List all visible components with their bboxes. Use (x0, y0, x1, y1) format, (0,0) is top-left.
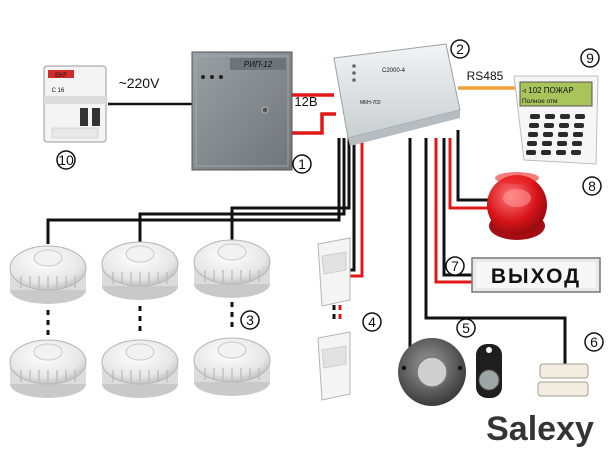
smoke-detector (9, 245, 87, 304)
breaker-brand: EKF (55, 73, 67, 79)
marker-8-circle (582, 176, 602, 196)
marker-3-circle (240, 310, 260, 330)
smoke-detector (101, 339, 179, 398)
wire-loop-3 (46, 138, 341, 244)
power-supply-unit: РИП-12 (191, 51, 293, 171)
psu-lock (261, 106, 269, 114)
marker-4-circle (362, 312, 382, 332)
keypad-key (574, 123, 584, 128)
motion-detector-top (317, 237, 351, 307)
keypad-key (543, 132, 553, 137)
keypad-key (544, 123, 554, 128)
wire-exit-black (442, 138, 472, 277)
label-12v: 12B (294, 94, 317, 109)
ctl-led-2 (352, 71, 356, 75)
marker-1-circle (292, 154, 312, 174)
marker-9: 9 (586, 50, 594, 66)
keypad-key (571, 150, 581, 155)
marker-8: 8 (588, 178, 596, 194)
marker-9-circle (580, 48, 600, 68)
smoke-detector (9, 339, 87, 398)
marker-6-circle (584, 332, 604, 352)
touch-memory-key (476, 344, 502, 398)
breaker-toggle-right (92, 108, 100, 126)
label-220v: ~220V (119, 75, 161, 91)
marker-10-circle (56, 150, 76, 170)
siren-unit (487, 172, 547, 240)
keypad-key (573, 132, 583, 137)
wire-loop-1 (230, 138, 351, 242)
marker-5-circle (456, 318, 476, 338)
wire-contact (424, 138, 567, 365)
breaker-toggle-left (80, 108, 88, 126)
marker-10: 10 (58, 152, 74, 168)
wire-exit-red (434, 138, 472, 284)
marker-1: 1 (298, 156, 306, 172)
marker-2: 2 (456, 41, 464, 57)
reader-contact (416, 356, 448, 388)
smoke-detector (101, 241, 179, 300)
wires (46, 86, 567, 372)
keypad-key (541, 150, 551, 155)
keypad-key (572, 141, 582, 146)
controller-model: МКН-702 (360, 100, 381, 106)
keypad-display-line2: Полное отм (522, 98, 558, 105)
psu-brand: РИП-12 (244, 60, 273, 69)
marker-7-circle (445, 256, 465, 276)
contact-reed (537, 381, 589, 397)
wire-12v-bottom (292, 112, 336, 135)
watermark: Salexy (486, 410, 594, 448)
smoke-detector (193, 337, 271, 396)
keypad-keys (526, 114, 585, 155)
keypad-key (528, 132, 538, 137)
keypad-key (575, 114, 585, 119)
keypad-key (526, 150, 536, 155)
ctl-led-3 (352, 78, 356, 82)
key-reader (398, 338, 466, 406)
keypad-display-line1: ◃ 102 ПОЖАР (522, 86, 574, 95)
controller-unit: С2000-4 МКН-702 (333, 43, 461, 146)
controller-brand: С2000-4 (382, 68, 406, 74)
marker-2-circle (450, 39, 470, 59)
wire-loop-motion-red (346, 138, 364, 278)
psu-led-2 (210, 75, 214, 79)
keypad-key (530, 114, 540, 119)
keypad-display (519, 81, 593, 107)
smoke-detectors (9, 239, 271, 398)
magnetic-contact (537, 363, 589, 397)
exit-sign-text: ВЫХОД (491, 265, 581, 288)
psu-led-1 (201, 75, 205, 79)
marker-6: 6 (590, 334, 598, 350)
psu-led-3 (219, 75, 223, 79)
keypad-key (556, 150, 566, 155)
keypad-unit: ◃ 102 ПОЖАР Полное отм (513, 75, 599, 165)
ctl-led-1 (352, 64, 356, 68)
keypad-key (558, 132, 568, 137)
wire-siren-red (448, 138, 492, 210)
keypad-key (542, 141, 552, 146)
breaker-rating: C 16 (52, 88, 65, 94)
keypad-key (529, 123, 539, 128)
keypad-key (559, 123, 569, 128)
wire-loop-2 (138, 138, 346, 242)
motion-detector-bottom (317, 331, 351, 401)
circuit-breaker: EKF C 16 (43, 65, 107, 143)
exit-sign: ВЫХОД (471, 257, 601, 293)
smoke-detector (193, 239, 271, 298)
wire-siren-black (456, 130, 492, 202)
marker-3: 3 (246, 312, 254, 328)
keypad-key (545, 114, 555, 119)
marker-5: 5 (462, 320, 470, 336)
label-rs485: RS485 (467, 69, 504, 83)
marker-4: 4 (368, 314, 376, 330)
keypad-key (560, 114, 570, 119)
keypad-key (527, 141, 537, 146)
keypad-key (557, 141, 567, 146)
contact-magnet (539, 363, 589, 379)
marker-7: 7 (451, 258, 459, 274)
